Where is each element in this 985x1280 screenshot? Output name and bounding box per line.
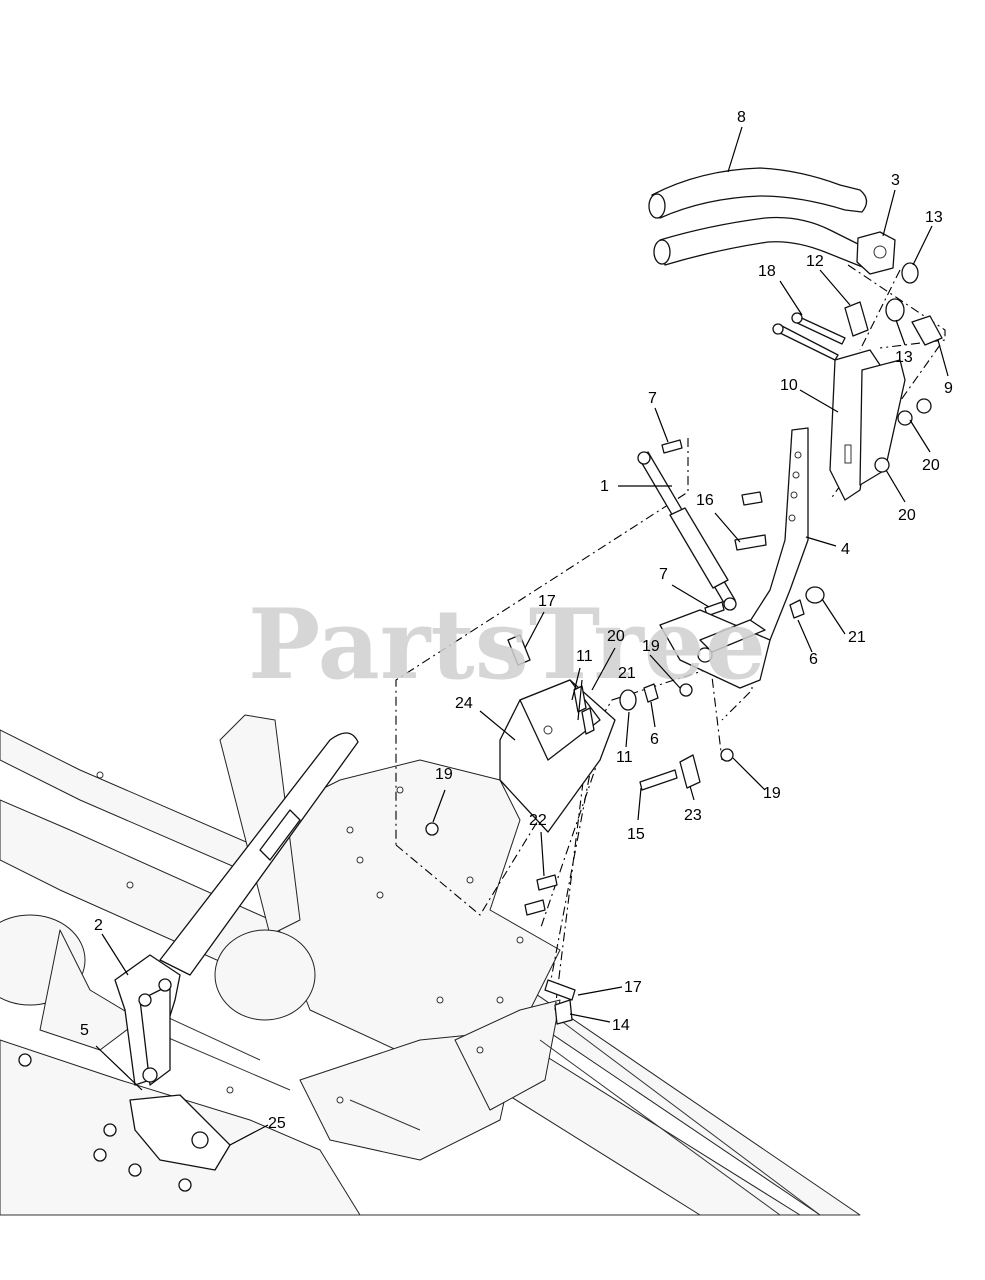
callout-3: 3 [891, 172, 900, 189]
callout-11: 11 [616, 749, 633, 766]
callout-10: 10 [780, 377, 798, 394]
callout-6: 6 [650, 731, 659, 748]
lower-handle [159, 732, 359, 976]
nut-19c [720, 748, 734, 762]
callout-13: 13 [895, 349, 913, 366]
callout-numbers: 8 3 13 18 12 13 9 10 7 20 1 16 20 4 7 17… [80, 109, 953, 1132]
callout-7: 7 [648, 390, 657, 407]
callout-8: 8 [737, 109, 746, 126]
bolt-17a [507, 634, 531, 666]
bolt-15 [639, 769, 678, 791]
callout-6: 6 [809, 651, 818, 668]
callout-21: 11 [576, 648, 593, 665]
bolt-17b [544, 979, 576, 1001]
callout-22: 22 [529, 812, 547, 829]
callout-7: 7 [659, 566, 668, 583]
spacer-12 [844, 301, 869, 337]
callout-19: 19 [435, 766, 453, 783]
leader-lines [95, 126, 949, 1146]
callout-17: 17 [624, 979, 642, 996]
callout-2: 2 [94, 917, 103, 934]
callout-16: 16 [696, 492, 714, 509]
lower-lever-assembly [18, 732, 359, 1192]
callout-17: 17 [538, 593, 556, 610]
washer-13a [901, 262, 919, 284]
callout-21: 21 [618, 665, 636, 682]
callout-12: 12 [806, 253, 824, 270]
washer-11a [619, 689, 637, 711]
callout-19: 19 [763, 785, 781, 802]
callout-5: 5 [80, 1022, 89, 1039]
bushing-9 [911, 315, 943, 346]
pin-21b [581, 707, 595, 735]
nut-19b [679, 683, 693, 697]
callout-23: 23 [684, 807, 702, 824]
callout-15: 15 [627, 826, 645, 843]
chassis-frame [0, 714, 861, 1216]
handle-bars-8 [648, 167, 874, 269]
callout-11: 21 [848, 629, 866, 646]
nut-19a [425, 822, 439, 836]
callout-24: 24 [455, 695, 473, 712]
watermark-text: PartsTree [248, 588, 766, 701]
callout-9: 9 [944, 380, 953, 397]
callout-25: 25 [268, 1115, 286, 1132]
spacer-23 [679, 754, 701, 789]
bolt-22 [536, 874, 558, 891]
spacer-6b [789, 599, 805, 619]
callout-18: 18 [758, 263, 776, 280]
callout-14: 14 [612, 1017, 630, 1034]
bolt-16 [741, 491, 763, 506]
callout-4: 4 [841, 541, 850, 558]
washer-11b [805, 586, 825, 604]
bolt-14 [554, 999, 573, 1025]
pin-7a [661, 439, 683, 454]
callout-20: 20 [607, 628, 625, 645]
washer-20b [874, 457, 890, 473]
washer-13b [885, 298, 905, 322]
spacer-6a [643, 683, 659, 703]
callout-20: 20 [898, 507, 916, 524]
callout-1: 1 [600, 478, 609, 495]
callout-13: 13 [925, 209, 943, 226]
nut-20a [916, 398, 932, 414]
callout-20: 20 [922, 457, 940, 474]
callout-19: 19 [642, 638, 660, 655]
base-bracket-25 [129, 1094, 231, 1171]
